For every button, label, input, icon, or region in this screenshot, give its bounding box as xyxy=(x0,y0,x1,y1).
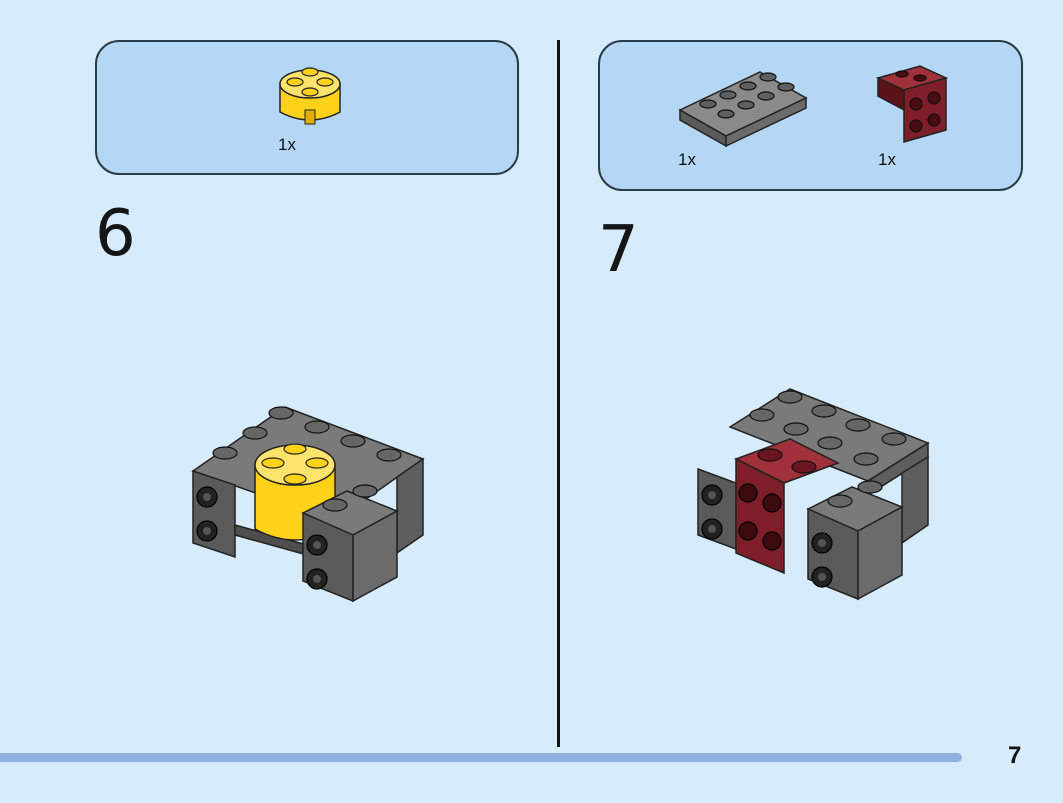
build-illustration-step-6 xyxy=(191,406,425,603)
page-number: 7 xyxy=(1008,742,1022,769)
dark-red-bracket-icon xyxy=(875,65,949,143)
parts-box-step-7: 1x 1x xyxy=(598,40,1023,191)
step-divider xyxy=(557,40,560,747)
part-quantity: 1x xyxy=(278,135,296,154)
part-quantity: 1x xyxy=(678,150,696,169)
build-illustration-step-7 xyxy=(697,388,930,601)
step-number: 6 xyxy=(95,197,136,271)
dark-gray-plate-icon xyxy=(678,71,808,148)
step-number: 7 xyxy=(598,213,639,287)
part-quantity: 1x xyxy=(878,150,896,169)
progress-bar xyxy=(0,753,962,762)
parts-box-step-6: 1x xyxy=(95,40,519,175)
yellow-round-brick-icon xyxy=(279,67,341,125)
